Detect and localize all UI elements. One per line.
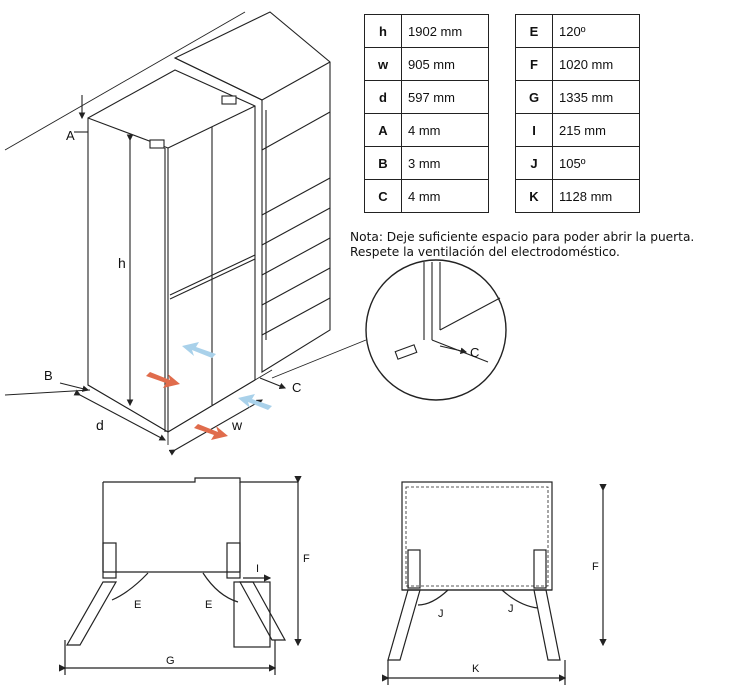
detail-leader-line xyxy=(271,339,367,379)
label-C: C xyxy=(292,380,301,395)
note-line-2: Respete la ventilación del electrodomést… xyxy=(350,245,620,259)
top-view-right xyxy=(382,481,607,685)
label-w: w xyxy=(231,417,243,433)
spec-key: C xyxy=(364,179,402,213)
spec-value: 4 mm xyxy=(401,179,489,213)
airflow-in-arrow-right xyxy=(238,394,272,410)
label-d: d xyxy=(96,417,104,433)
label-C-detail: C xyxy=(470,345,479,360)
spec-value: 1335 mm xyxy=(552,80,640,114)
label-E-left: E xyxy=(134,599,141,611)
top-view-left xyxy=(59,476,302,675)
note-text: Nota: Deje suficiente espacio para poder… xyxy=(350,230,729,260)
spec-value: 120º xyxy=(552,14,640,48)
label-J-right: J xyxy=(508,603,514,615)
spec-value: 215 mm xyxy=(552,113,640,147)
label-J-left: J xyxy=(438,608,444,620)
spec-value: 3 mm xyxy=(401,146,489,180)
spec-key: G xyxy=(515,80,553,114)
spec-key: h xyxy=(364,14,402,48)
spec-key: I xyxy=(515,113,553,147)
spec-key: E xyxy=(515,14,553,48)
spec-key: F xyxy=(515,47,553,81)
spec-value: 1020 mm xyxy=(552,47,640,81)
spec-value: 597 mm xyxy=(401,80,489,114)
label-E-right: E xyxy=(205,599,212,611)
spec-value: 105º xyxy=(552,146,640,180)
spec-key: d xyxy=(364,80,402,114)
detail-circle xyxy=(365,259,507,401)
spec-key: K xyxy=(515,179,553,213)
spec-key: w xyxy=(364,47,402,81)
spec-value: 4 mm xyxy=(401,113,489,147)
fridge-isometric xyxy=(4,11,331,456)
label-F-left: F xyxy=(303,553,310,565)
spec-value: 1902 mm xyxy=(401,14,489,48)
airflow-in-arrow-left xyxy=(182,342,216,358)
label-A: A xyxy=(66,128,75,143)
airflow-out-arrow-right xyxy=(194,424,228,440)
label-h: h xyxy=(118,255,126,271)
label-F-right: F xyxy=(592,561,599,573)
spec-key: J xyxy=(515,146,553,180)
spec-value: 1128 mm xyxy=(552,179,640,213)
airflow-out-arrow-left xyxy=(146,372,180,388)
label-I: I xyxy=(256,563,259,575)
spec-key: B xyxy=(364,146,402,180)
label-K: K xyxy=(472,663,480,675)
label-G: G xyxy=(166,655,175,667)
label-B: B xyxy=(44,368,53,383)
spec-value: 905 mm xyxy=(401,47,489,81)
note-line-1: Nota: Deje suficiente espacio para poder… xyxy=(350,230,695,244)
spec-key: A xyxy=(364,113,402,147)
airflow-arrows xyxy=(146,342,272,440)
